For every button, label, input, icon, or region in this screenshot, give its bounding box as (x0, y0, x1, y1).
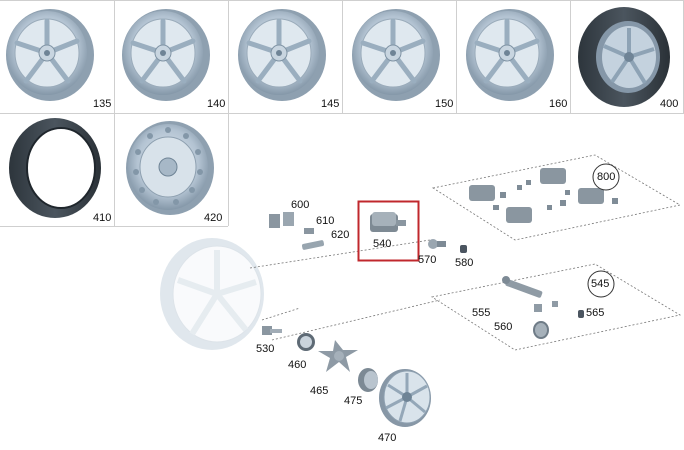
sensor-set-800-icon[interactable] (469, 168, 618, 223)
part-label-470: 470 (378, 432, 397, 444)
valve-570-icon[interactable] (428, 239, 446, 249)
center-cap-475-icon[interactable] (358, 368, 378, 392)
cell-label-400: 400 (660, 98, 679, 110)
sensor-parts-600[interactable] (269, 212, 325, 250)
part-label-580: 580 (455, 257, 474, 269)
part-label-540: 540 (373, 238, 392, 250)
part-label-800: 800 (597, 171, 616, 183)
cell-label-145: 145 (321, 98, 340, 110)
leader-lines (249, 154, 682, 351)
thumbnail-grid (0, 0, 684, 227)
cell-label-420: 420 (204, 212, 223, 224)
set-545-badge (587, 270, 615, 298)
wheel-140-icon[interactable] (122, 9, 210, 101)
part-label-620: 620 (331, 229, 350, 241)
wheel-135-icon[interactable] (6, 9, 94, 101)
wheel-tire-400-icon[interactable] (578, 7, 670, 107)
part-label-465: 465 (310, 385, 329, 397)
cell-label-410: 410 (93, 212, 112, 224)
valve-kit-545-icon[interactable] (502, 276, 584, 339)
cell-label-160: 160 (549, 98, 568, 110)
hub-emblem-460-icon[interactable] (297, 333, 315, 351)
cap-580-icon[interactable] (460, 245, 467, 253)
part-label-570: 570 (418, 254, 437, 266)
set-800-badge (592, 163, 620, 191)
tire-410-icon[interactable] (9, 118, 101, 218)
main-wheel-illustration (160, 238, 264, 350)
part-label-610: 610 (316, 215, 335, 227)
part-label-555: 555 (472, 307, 491, 319)
cell-label-135: 135 (93, 98, 112, 110)
hub-star-cap-465-icon[interactable] (318, 340, 358, 372)
steel-wheel-420-icon[interactable] (126, 121, 214, 215)
wheel-bolt-530-icon[interactable] (262, 326, 282, 335)
part-label-565: 565 (586, 307, 605, 319)
hubcap-470-icon[interactable] (379, 369, 431, 427)
part-label-460: 460 (288, 359, 307, 371)
tpms-sensor-540-icon[interactable] (370, 212, 406, 232)
part-label-475: 475 (344, 395, 363, 407)
cell-label-150: 150 (435, 98, 454, 110)
wheel-160-icon[interactable] (466, 9, 554, 101)
part-label-530: 530 (256, 343, 275, 355)
cell-label-140: 140 (207, 98, 226, 110)
wheel-150-icon[interactable] (352, 9, 440, 101)
wheel-145-icon[interactable] (238, 9, 326, 101)
part-label-600: 600 (291, 199, 310, 211)
part-label-560: 560 (494, 321, 513, 333)
part-label-545: 545 (591, 278, 610, 290)
highlight-box-540 (357, 200, 420, 262)
